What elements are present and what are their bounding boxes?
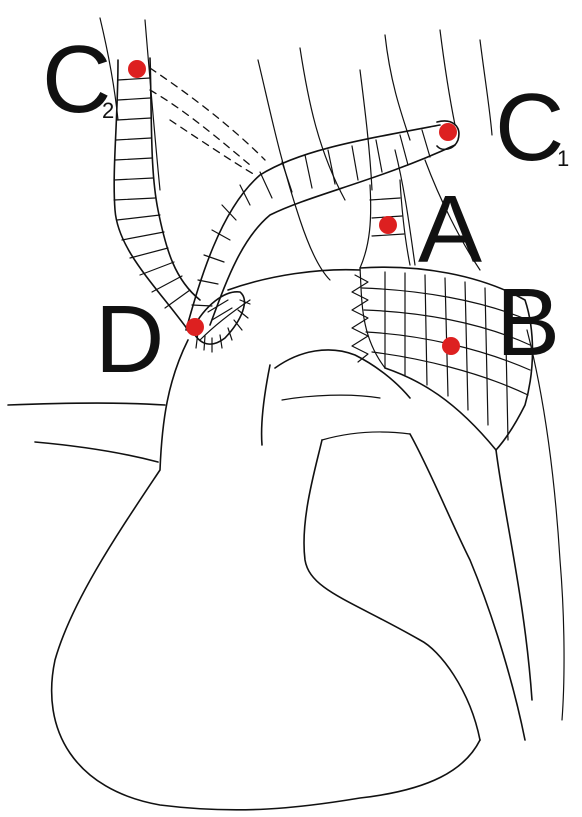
great-vessels <box>8 270 360 462</box>
marker-c1 <box>439 123 457 141</box>
marker-d <box>186 318 204 336</box>
marker-c2 <box>128 60 146 78</box>
label-b: B <box>496 269 560 376</box>
label-d: D <box>95 286 164 393</box>
dashed-connections <box>150 68 265 175</box>
label-a: A <box>418 176 482 283</box>
label-c2: C <box>42 26 111 133</box>
markers <box>128 60 460 355</box>
marker-b <box>442 337 460 355</box>
label-c2-sub: 2 <box>102 98 114 123</box>
label-c1: C <box>495 74 564 181</box>
marker-a <box>379 216 397 234</box>
label-c1-sub: 1 <box>557 146 569 171</box>
